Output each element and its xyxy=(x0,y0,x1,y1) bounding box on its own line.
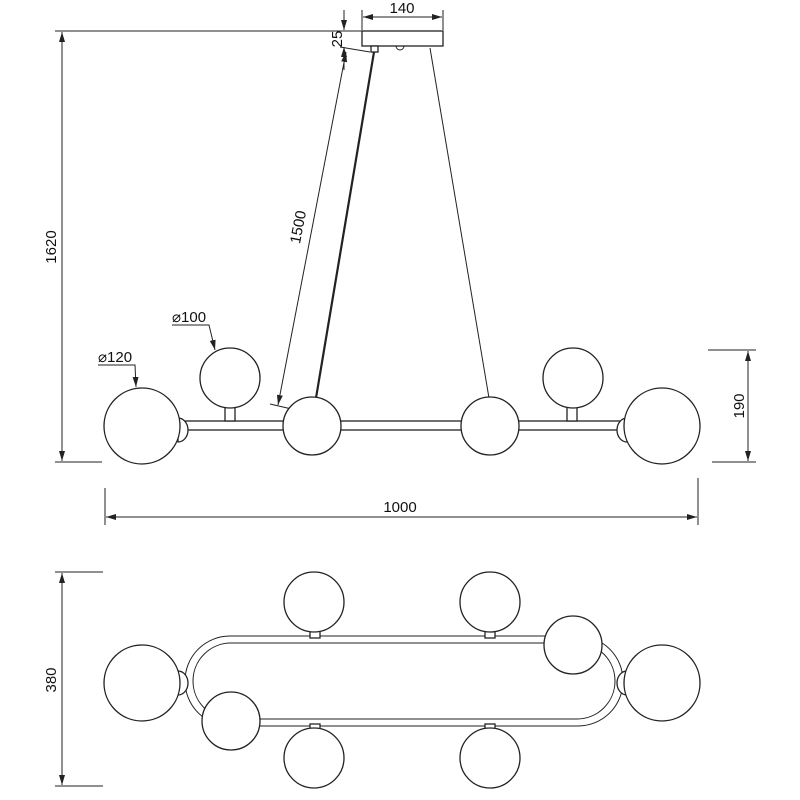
center-globe xyxy=(201,691,261,751)
cable-length-label: 1500 xyxy=(287,209,310,245)
center-globe xyxy=(460,396,520,456)
large-globe xyxy=(623,644,701,722)
horizontal-bar xyxy=(179,420,626,431)
canopy-height-label: 25 xyxy=(329,31,346,48)
center-globe xyxy=(282,396,342,456)
small-globe xyxy=(199,347,261,409)
small-globe xyxy=(459,571,521,633)
total-width-label: 1000 xyxy=(383,499,416,516)
small-globe xyxy=(459,727,521,789)
right-cable xyxy=(429,47,490,399)
total-depth-label: 380 xyxy=(43,667,60,692)
canopy-width-label: 140 xyxy=(389,0,414,17)
large-globe xyxy=(623,387,701,465)
large-globe-diameter-label: ⌀120 xyxy=(98,349,132,366)
small-globe xyxy=(283,727,345,789)
fixture-height-label: 190 xyxy=(731,393,748,418)
small-globe xyxy=(542,347,604,409)
total-height-label: 1620 xyxy=(43,230,60,263)
large-globe xyxy=(103,387,181,465)
side-view: 140 25 1620 1500 ⌀100 ⌀120 xyxy=(43,0,756,525)
left-cable xyxy=(314,51,376,399)
large-globe xyxy=(103,644,181,722)
top-view: 380 xyxy=(43,571,701,789)
canopy xyxy=(361,30,444,47)
center-globe xyxy=(543,615,603,675)
small-globe xyxy=(283,571,345,633)
small-globe-diameter-label: ⌀100 xyxy=(172,309,206,326)
